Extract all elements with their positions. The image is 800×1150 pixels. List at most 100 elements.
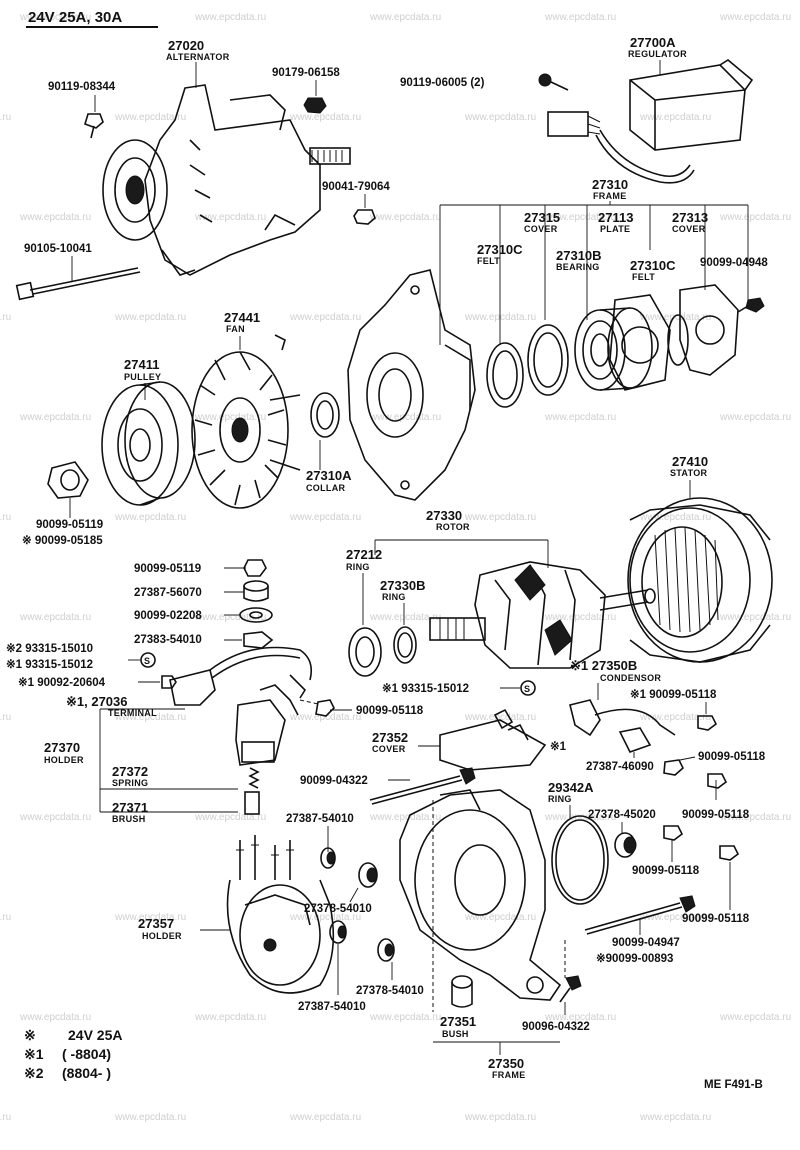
- legend-mark-2: ※1: [24, 1046, 44, 1062]
- alternator-part-number: 27020: [168, 38, 204, 53]
- watermark-text: www.epcdata.ru: [194, 212, 266, 223]
- regulator-name: REGULATOR: [628, 49, 687, 59]
- watermark-text: www.epcdata.ru: [19, 212, 91, 223]
- frame2-part-number: 27350: [488, 1056, 524, 1071]
- watermark-text: www.epcdata.ru: [544, 412, 616, 423]
- label-27387-46090: 27387-46090: [586, 761, 654, 773]
- bush-name: BUSH: [442, 1029, 469, 1039]
- watermark-text: www.epcdata.ru: [19, 812, 91, 823]
- watermark-text: www.epcdata.ru: [0, 712, 11, 723]
- watermark-text: www.epcdata.ru: [19, 612, 91, 623]
- rectifier-holder-illustration: [226, 835, 335, 994]
- label-93315-15012: ※1 93315-15012: [6, 658, 93, 671]
- cover-name: COVER: [524, 224, 558, 234]
- pulley-illustration: [101, 381, 196, 506]
- label-90099-05118-cond: ※1 90099-05118: [630, 688, 717, 701]
- clip-93315-15012-b-icon: S: [520, 680, 536, 696]
- watermark-text: www.epcdata.ru: [464, 712, 536, 723]
- screw-90096-04322-icon: [559, 975, 582, 1003]
- label-90099-05118-c: 90099-05118: [682, 809, 750, 821]
- ring3-name: RING: [548, 794, 572, 804]
- watermark-text: www.epcdata.ru: [464, 912, 536, 923]
- watermark-text: www.epcdata.ru: [544, 12, 616, 23]
- label-90099-05119-stack: 90099-05119: [134, 563, 201, 575]
- label-90099-04948: 90099-04948: [700, 257, 768, 269]
- nut-90099-05118-c-icon: [707, 773, 728, 789]
- collar-part-number: 27310A: [306, 468, 352, 483]
- washer-90099-02208-icon: [239, 607, 273, 623]
- label-27387-54010-a: 27387-54010: [286, 813, 354, 825]
- screw-90119-06005-icon: [538, 73, 569, 91]
- label-90119-08344: 90119-08344: [48, 81, 116, 93]
- label-90099-02208: 90099-02208: [134, 610, 202, 622]
- holder-illustration: [235, 684, 299, 766]
- insulator-27378-45020-icon: [614, 832, 637, 858]
- watermark-text: www.epcdata.ru: [544, 212, 616, 223]
- legend-mark-1: ※: [24, 1027, 36, 1043]
- label-90099-05119-pulley: 90099-05119: [36, 519, 103, 531]
- ring-name: RING: [346, 562, 370, 572]
- pulley-nut-icon: [47, 461, 89, 499]
- nut-90099-05118-d-icon: [663, 825, 684, 841]
- watermark-text: www.epcdata.ru: [544, 612, 616, 623]
- label-90099-04322: 90099-04322: [300, 775, 368, 787]
- nut-90099-05118-holder-icon: [315, 699, 335, 717]
- watermark-text: www.epcdata.ru: [19, 412, 91, 423]
- watermark-text: www.epcdata.ru: [719, 412, 791, 423]
- watermark-text: www.epcdata.ru: [289, 712, 361, 723]
- insulator-27387-54010-a-icon: [320, 847, 336, 869]
- rotor-part-number: 27330: [426, 508, 462, 523]
- watermark-text: www.epcdata.ru: [114, 512, 186, 523]
- bearing-name: BEARING: [556, 262, 600, 272]
- cover3-name: COVER: [372, 744, 406, 754]
- frame2-name: FRAME: [492, 1070, 526, 1080]
- bush-illustration: [451, 975, 473, 1008]
- terminal-name: TERMINAL: [108, 708, 157, 718]
- cover3-part-number: 27352: [372, 730, 408, 745]
- plate-illustration: [609, 294, 671, 391]
- alternator-assembly-illustration: [102, 84, 351, 276]
- watermark-text: www.epcdata.ru: [289, 912, 361, 923]
- watermark-text: www.epcdata.ru: [114, 112, 186, 123]
- rotor-illustration: [429, 561, 656, 669]
- bearing-part-number: 27310B: [556, 248, 602, 263]
- stator-part-number: 27410: [672, 454, 708, 469]
- watermark-text: www.epcdata.ru: [719, 1012, 791, 1023]
- legend-text-2: ( -8804): [62, 1046, 111, 1062]
- watermark-text: www.epcdata.ru: [369, 212, 441, 223]
- diagram-code: ME F491-B: [704, 1079, 763, 1091]
- bush-part-number: 27351: [440, 1014, 476, 1029]
- ring2-part-number: 27330B: [380, 578, 426, 593]
- cover2-plate-illustration: [679, 284, 739, 376]
- cover3-note: ※1: [550, 740, 567, 753]
- alternator-name: ALTERNATOR: [166, 52, 230, 62]
- insulator-27387-54010-b-icon: [329, 920, 347, 944]
- regulator-part-number: 27700A: [630, 35, 676, 50]
- insulator-27378-54010-a-icon: [358, 862, 378, 888]
- terminal-part-number: ※1, 27036: [66, 694, 128, 709]
- felt-name: FELT: [477, 256, 500, 266]
- watermark-text: www.epcdata.ru: [114, 1112, 186, 1123]
- bolt-90099-04947-icon: [584, 895, 696, 935]
- felt2-part-number: 27310C: [630, 258, 676, 273]
- felt2-name: FELT: [632, 272, 655, 282]
- brush-icon: [244, 791, 260, 815]
- label-27387-56070: 27387-56070: [134, 587, 202, 599]
- bolt-90105-10041-icon: [15, 267, 141, 301]
- felt-part-number: 27310C: [477, 242, 523, 257]
- watermark-text: www.epcdata.ru: [19, 12, 91, 23]
- watermarks: www.epcdata.ru www.epcdata.ru www.epcdata.…: [0, 12, 791, 1123]
- brush-name: BRUSH: [112, 814, 146, 824]
- watermark-text: www.epcdata.ru: [0, 112, 11, 123]
- label-27378-45020: 27378-45020: [588, 809, 656, 821]
- label-90096-04322: 90096-04322: [522, 1021, 590, 1033]
- watermark-text: www.epcdata.ru: [194, 612, 266, 623]
- watermark-text: www.epcdata.ru: [369, 412, 441, 423]
- watermark-text: www.epcdata.ru: [114, 312, 186, 323]
- nut-90092-20604-icon: [161, 675, 177, 689]
- holder2-name: HOLDER: [142, 931, 182, 941]
- watermark-text: www.epcdata.ru: [289, 112, 361, 123]
- cover2-part-number: 27313: [672, 210, 708, 225]
